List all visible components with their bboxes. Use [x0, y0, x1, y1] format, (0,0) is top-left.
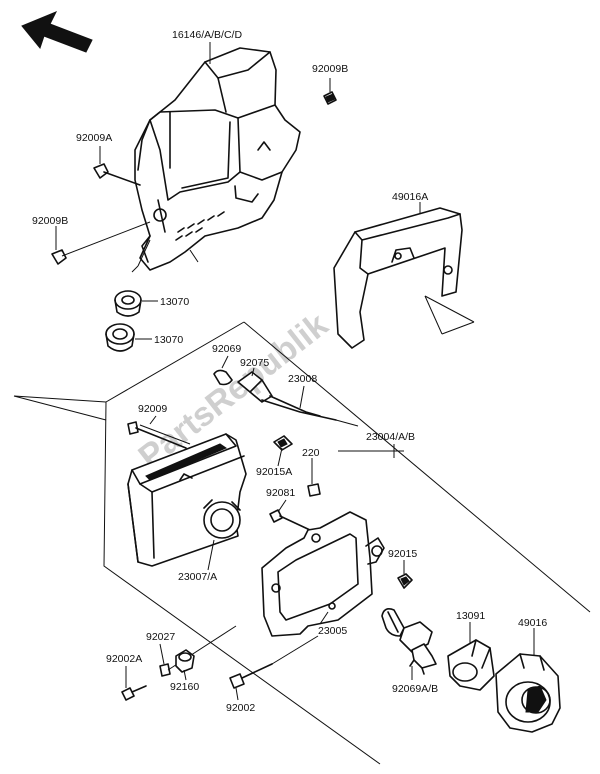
label-92075: 92075: [240, 357, 269, 369]
label-13070-a: 13070: [160, 296, 189, 308]
screw-92009: [127, 421, 191, 449]
label-23008: 23008: [288, 373, 317, 385]
headlight-unit-23007: [127, 433, 247, 567]
label-13091: 13091: [456, 610, 485, 622]
label-49016A: 49016A: [392, 191, 428, 203]
collar-92160: [175, 649, 195, 673]
label-92027: 92027: [146, 631, 175, 643]
headlight-bulb-92069AB: [381, 608, 437, 675]
label-16146: 16146/A/B/C/D: [172, 29, 242, 41]
screw-92009A: [93, 163, 141, 186]
screw-92002: [229, 635, 319, 689]
label-92009A: 92009A: [76, 132, 112, 144]
dust-cap-49016: [495, 653, 561, 733]
label-220: 220: [302, 447, 320, 459]
assembly-23004-outline: [13, 321, 591, 765]
label-23005: 23005: [318, 625, 347, 637]
label-92002: 92002: [226, 702, 255, 714]
leader-lines: [55, 42, 535, 701]
grommet-13070-b: [105, 323, 135, 352]
label-92009: 92009: [138, 403, 167, 415]
screw-220: [307, 483, 321, 497]
front-direction-arrow-icon: [21, 11, 93, 53]
label-92009B-left: 92009B: [32, 215, 68, 227]
label-92160: 92160: [170, 681, 199, 693]
clip-92015A: [273, 435, 293, 451]
rubber-boot-13091: [447, 639, 495, 691]
bracket-49016A: [333, 207, 475, 349]
screw-92081: [269, 509, 311, 531]
screw-92002A: [121, 685, 147, 701]
nut-92015: [397, 573, 413, 589]
headlight-cover-16146: [131, 47, 301, 273]
label-49016: 49016: [518, 617, 547, 629]
label-92069AB: 92069A/B: [392, 683, 438, 695]
screw-92009B-left: [51, 221, 151, 265]
label-92015A: 92015A: [256, 466, 292, 478]
label-92009B-top: 92009B: [312, 63, 348, 75]
position-bulb-92069: [213, 369, 233, 386]
grommet-13070-a: [114, 290, 142, 317]
screw-92009B-top: [323, 91, 337, 105]
headlight-frame-23005: [261, 511, 385, 637]
label-92081: 92081: [266, 487, 295, 499]
wire-harness-23008: [261, 399, 359, 427]
label-92015: 92015: [388, 548, 417, 560]
label-13070-b: 13070: [154, 334, 183, 346]
label-92069: 92069: [212, 343, 241, 355]
label-92002A: 92002A: [106, 653, 142, 665]
label-23007: 23007/A: [178, 571, 217, 583]
label-23004: 23004/A/B: [366, 431, 415, 443]
